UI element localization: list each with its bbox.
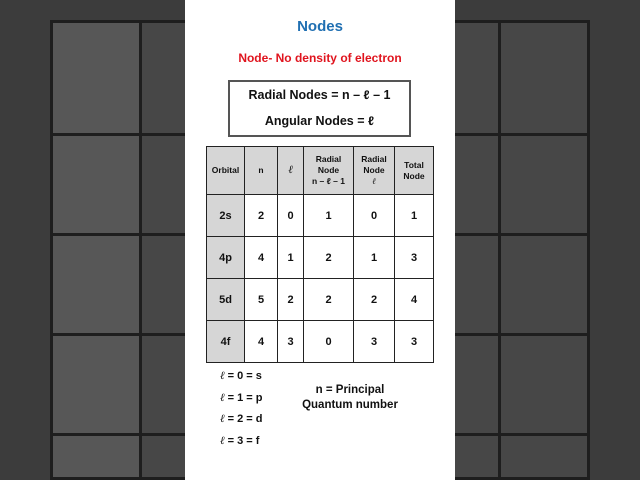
header-orbital: Orbital: [206, 146, 245, 195]
bg-cell: [498, 433, 590, 480]
legend-item: ℓ = 1 = p: [220, 391, 285, 413]
radial-formula: Radial Nodes = n – ℓ – 1: [248, 88, 391, 102]
cell-orbital: 4f: [206, 320, 245, 363]
l-legend: ℓ = 0 = s ℓ = 1 = p ℓ = 2 = d ℓ = 3 = f: [220, 369, 285, 455]
l-symbol: ℓ: [220, 434, 225, 447]
cell-orbital: 2s: [206, 194, 245, 237]
legend-item: ℓ = 3 = f: [220, 434, 285, 456]
cell-radial: 2: [303, 278, 354, 321]
bg-cell: [498, 233, 590, 336]
cell-orbital: 4p: [206, 236, 245, 279]
cell-l: 1: [277, 236, 304, 279]
cell-angular: 1: [353, 236, 395, 279]
cell-total: 3: [394, 236, 434, 279]
n-note-line2: Quantum number: [302, 399, 398, 411]
cell-total: 1: [394, 194, 434, 237]
cell-angular: 3: [353, 320, 395, 363]
content-panel: Nodes Node- No density of electron Radia…: [185, 0, 455, 480]
header-radial-formula: n – ℓ – 1: [312, 176, 345, 186]
cell-n: 5: [244, 278, 278, 321]
legend-text: = 2 = d: [224, 413, 263, 425]
legend-text: = 3 = f: [224, 434, 260, 447]
cell-angular: 2: [353, 278, 395, 321]
header-radial-title: Radial Node: [315, 154, 342, 175]
cell-n: 4: [244, 236, 278, 279]
bg-cell: [50, 133, 142, 236]
cell-l: 3: [277, 320, 304, 363]
n-note-line1: n = Principal: [315, 384, 385, 396]
page-title: Nodes: [297, 18, 343, 35]
legend-text: = 0 = s: [224, 370, 262, 382]
legend-text: = 1 = p: [224, 391, 263, 404]
bg-cell: [50, 20, 142, 136]
cell-n: 2: [244, 194, 278, 237]
subtitle: Node- No density of electron: [238, 51, 402, 65]
formula-box: Radial Nodes = n – ℓ – 1 Angular Nodes =…: [228, 80, 411, 137]
cell-radial: 2: [303, 236, 354, 279]
header-angular-formula: ℓ: [372, 176, 376, 186]
cell-orbital: 5d: [206, 278, 245, 321]
cell-angular: 0: [353, 194, 395, 237]
bg-cell: [50, 233, 142, 336]
header-total: Total Node: [394, 146, 434, 195]
l-symbol: ℓ: [220, 370, 225, 382]
cell-n: 4: [244, 320, 278, 363]
header-angular-title: Radial Node: [361, 154, 387, 175]
l-symbol: ℓ: [220, 413, 225, 425]
cell-total: 3: [394, 320, 434, 363]
cell-total: 4: [394, 278, 434, 321]
bg-cell: [498, 333, 590, 436]
cell-radial: 1: [303, 194, 354, 237]
bg-cell: [50, 333, 142, 436]
cell-radial: 0: [303, 320, 354, 363]
bg-cell: [498, 133, 590, 236]
bg-cell: [50, 433, 142, 480]
cell-l: 0: [277, 194, 304, 237]
header-n: n: [244, 146, 278, 195]
bg-cell: [498, 20, 590, 136]
cell-l: 2: [277, 278, 304, 321]
legend-item: ℓ = 2 = d: [220, 412, 285, 434]
legend-item: ℓ = 0 = s: [220, 369, 285, 391]
l-symbol: ℓ: [220, 391, 225, 404]
angular-formula: Angular Nodes = ℓ: [264, 114, 375, 128]
header-l: ℓ: [277, 146, 304, 195]
n-note: n = Principal Quantum number: [290, 383, 410, 413]
